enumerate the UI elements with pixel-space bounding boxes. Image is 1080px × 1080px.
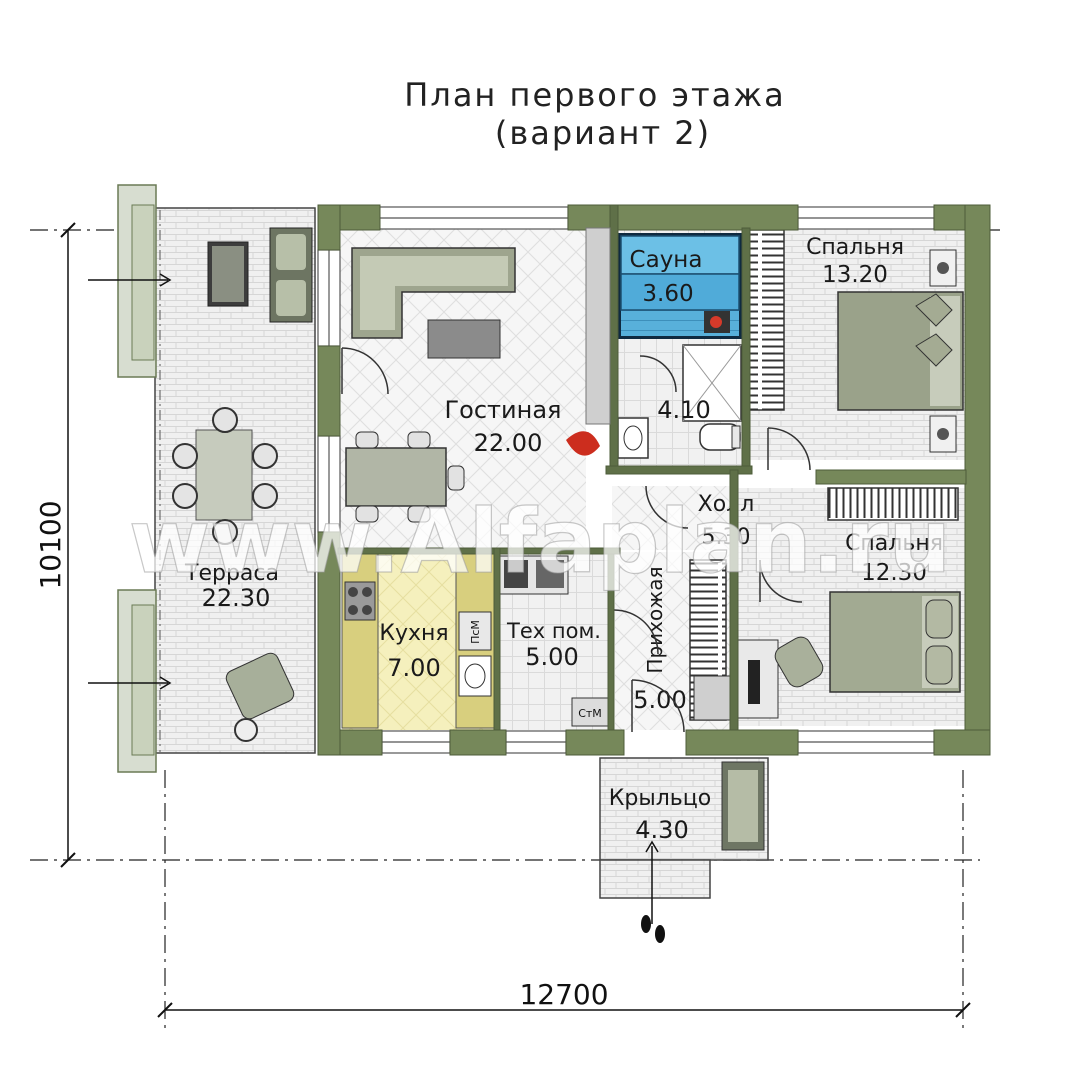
plan-title-line2: (вариант 2) bbox=[495, 114, 711, 152]
tech-area: 5.00 bbox=[525, 643, 578, 671]
porch: Крыльцо 4.30 bbox=[599, 757, 769, 943]
hall: Холл 5.30 bbox=[698, 492, 755, 550]
living-furniture: Гостиная 22.00 bbox=[345, 247, 603, 523]
dishwasher-label: ПсМ bbox=[469, 620, 482, 644]
living-area: 22.00 bbox=[474, 429, 543, 457]
sauna-name: Сауна bbox=[630, 247, 703, 273]
doors bbox=[341, 347, 811, 733]
tech-name: Тех пом. bbox=[506, 619, 601, 643]
bedroom1-name: Спальня bbox=[806, 235, 904, 260]
porch-area: 4.30 bbox=[635, 816, 688, 844]
dimension-width: 12700 bbox=[157, 978, 971, 1018]
tech-room: СтМ Тех пом. 5.00 bbox=[499, 555, 609, 727]
kitchen-area: 7.00 bbox=[387, 654, 440, 682]
dimension-height-label: 10100 bbox=[34, 500, 67, 589]
entry: Прихожая 5.00 bbox=[633, 566, 731, 721]
sauna-room: Сауна 3.60 bbox=[618, 233, 742, 339]
dimension-width-label: 12700 bbox=[519, 978, 608, 1011]
kitchen-name: Кухня bbox=[379, 621, 448, 646]
watermark: www.Alfaplan.ru bbox=[129, 490, 951, 593]
bedroom2-area: 12.30 bbox=[861, 560, 927, 586]
bedroom2: Спальня 12.30 bbox=[737, 531, 961, 719]
bedroom2-name: Спальня bbox=[845, 531, 943, 556]
kitchen: ПсМ Кухня 7.00 bbox=[341, 551, 495, 729]
bathroom-area: 4.10 bbox=[657, 396, 710, 424]
plan-title-line1: План первого этажа bbox=[404, 76, 785, 114]
walls bbox=[317, 204, 991, 756]
entry-name: Прихожая bbox=[643, 566, 667, 673]
terrace-area: 22.30 bbox=[202, 584, 271, 612]
terrace-name: Терраса bbox=[184, 561, 279, 586]
terrace: Терраса 22.30 bbox=[88, 184, 316, 773]
hall-area: 5.30 bbox=[702, 525, 751, 550]
bedroom1-area: 13.20 bbox=[822, 262, 888, 288]
hall-name: Холл bbox=[698, 492, 755, 517]
washer-label: СтМ bbox=[578, 707, 602, 720]
porch-name: Крыльцо bbox=[609, 786, 711, 811]
living-name: Гостиная bbox=[445, 396, 562, 424]
windows bbox=[317, 206, 935, 754]
bedroom1: Спальня 13.20 bbox=[806, 235, 964, 453]
bathroom: 4.10 bbox=[617, 344, 742, 459]
dimension-height: 10100 bbox=[34, 222, 76, 868]
entry-area: 5.00 bbox=[633, 686, 686, 714]
sauna-area: 3.60 bbox=[642, 281, 693, 307]
